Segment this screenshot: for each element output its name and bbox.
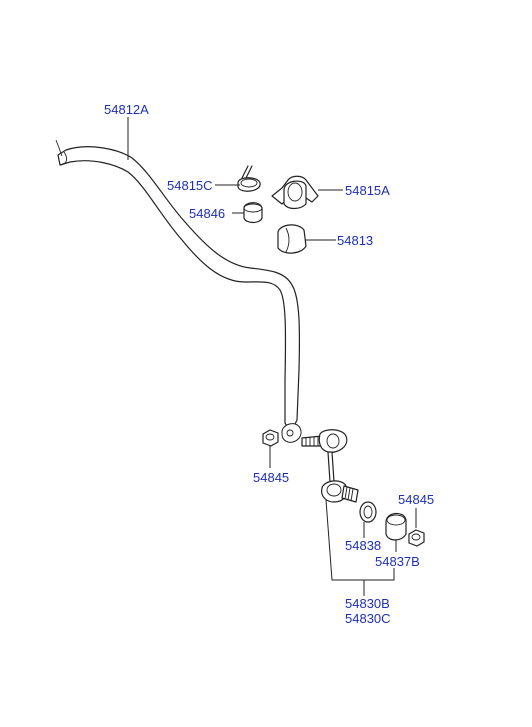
leader-lines xyxy=(127,117,417,596)
clip-part xyxy=(237,165,261,192)
bushing-large-part xyxy=(277,224,307,254)
bushing-part xyxy=(243,202,263,224)
nut-right-part xyxy=(408,529,425,547)
part-label[interactable]: 54830B xyxy=(345,596,390,611)
part-label[interactable]: 54837B xyxy=(375,554,420,569)
part-label[interactable]: 54845 xyxy=(398,492,434,507)
link-bushing-part xyxy=(385,512,407,541)
part-label[interactable]: 54815A xyxy=(345,183,390,198)
washer-part xyxy=(359,501,377,523)
stabilizer-link xyxy=(301,429,359,503)
part-labels: 54812A 54815C 54815A 54846 54813 54845 5… xyxy=(104,102,434,626)
part-label[interactable]: 54845 xyxy=(253,470,289,485)
part-label[interactable]: 54838 xyxy=(345,538,381,553)
part-label[interactable]: 54812A xyxy=(104,102,149,117)
part-label[interactable]: 54813 xyxy=(337,233,373,248)
bracket-part xyxy=(271,175,319,210)
part-label[interactable]: 54815C xyxy=(167,178,213,193)
nut-left-part xyxy=(262,429,279,447)
stabilizer-bar xyxy=(55,139,302,443)
part-label[interactable]: 54846 xyxy=(189,206,225,221)
part-label[interactable]: 54830C xyxy=(345,611,391,626)
